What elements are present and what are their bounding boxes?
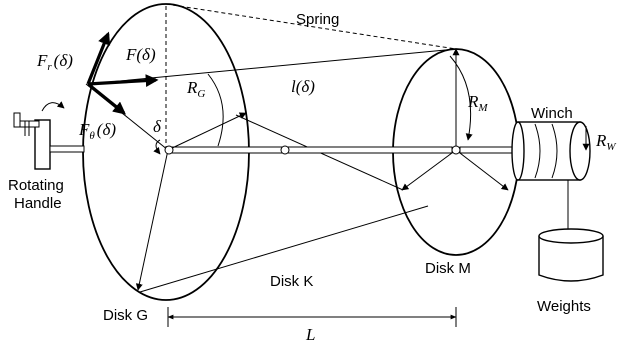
- rg-label: RG: [186, 78, 205, 100]
- winch-shaft: [459, 146, 519, 154]
- ftheta-label: Fθ(δ): [78, 120, 116, 142]
- disk-k-lower-line: [139, 205, 429, 293]
- rm-arc: [449, 55, 473, 141]
- disk-m-center: [451, 145, 461, 155]
- disk-k-label: Disk K: [270, 273, 313, 290]
- weights-label: Weights: [537, 298, 591, 315]
- disk-g-spoke-down: [135, 149, 169, 291]
- winch-drum: [511, 121, 591, 181]
- delta-arc: [153, 139, 161, 155]
- rotating-handle: [13, 101, 85, 170]
- rotating-handle-label-2: Handle: [14, 195, 62, 212]
- force-f-arrow: [87, 74, 159, 87]
- force-ftheta-arrow: [86, 82, 126, 115]
- rotating-handle-label-1: Rotating: [8, 177, 64, 194]
- rw-label: RW: [595, 131, 616, 153]
- weights-bucket: [538, 228, 604, 282]
- disk-g-label: Disk G: [103, 307, 148, 324]
- disk-g-spoke-up: [167, 112, 247, 151]
- force-fr-arrow: [86, 31, 111, 85]
- rm-label: RM: [467, 92, 488, 114]
- disk-m-spoke-right: [455, 149, 509, 191]
- disk-g-center: [164, 145, 174, 155]
- shaft-joint: [280, 145, 290, 155]
- disk-m-spoke-left: [401, 149, 457, 191]
- shaft: [169, 146, 453, 154]
- spring-label: Spring: [296, 11, 339, 28]
- f-label: F(δ): [125, 45, 156, 64]
- disk-m-label: Disk M: [425, 260, 471, 277]
- fr-label: Fr(δ): [36, 51, 73, 73]
- l-delta-label: l(δ): [291, 77, 315, 96]
- delta-label: δ: [153, 117, 162, 136]
- length-l-label: L: [305, 325, 315, 344]
- rg-arc: [207, 73, 224, 147]
- winch-label: Winch: [531, 105, 573, 122]
